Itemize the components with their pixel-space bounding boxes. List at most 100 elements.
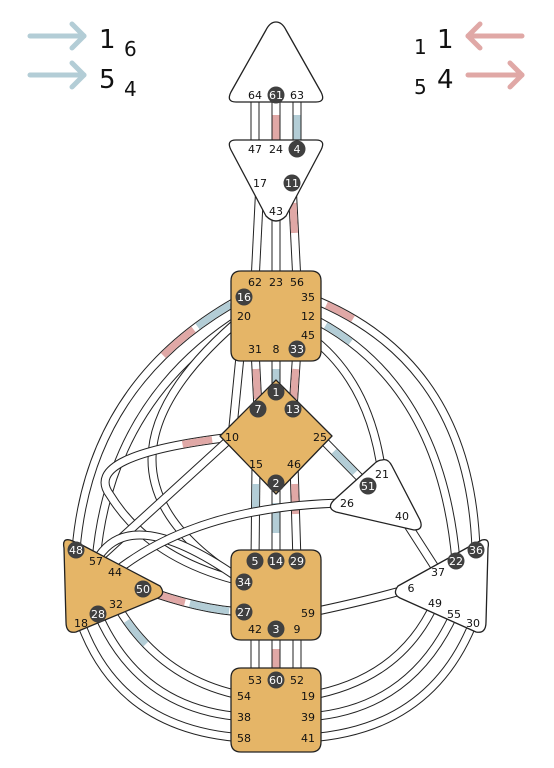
channel-12-22 [306,311,461,562]
gate-label: 57 [89,555,103,568]
gate-37: 37 [431,566,445,579]
right-arrow-icon [465,60,525,90]
gate-64: 64 [248,89,262,102]
gate-11: 11 [283,174,301,192]
root-center [230,667,322,753]
gate-8: 8 [273,343,280,356]
gate-56: 56 [290,276,304,289]
gate-label: 1 [273,386,280,399]
gate-label: 13 [286,403,300,416]
gate-label: 48 [69,544,83,557]
gate-23: 23 [269,276,283,289]
gate-label: 41 [301,732,315,745]
gate-label: 6 [408,582,415,595]
gate-53: 53 [248,674,262,687]
gate-58: 58 [237,732,251,745]
gate-label: 14 [269,555,283,568]
gate-label: 27 [237,606,251,619]
gate-40: 40 [395,510,409,523]
heart-center [329,458,422,531]
gate-55: 55 [447,608,461,621]
gate-label: 54 [237,690,251,703]
gate-label: 8 [273,343,280,356]
gate-label: 46 [287,458,301,471]
gate-label: 64 [248,89,262,102]
gate-38: 38 [237,711,251,724]
gate-10: 10 [225,431,239,444]
channel-26-44 [112,498,348,576]
throat-center [230,270,322,362]
channel-28-38 [93,612,245,722]
gate-label: 28 [91,608,105,621]
gate-60: 60 [267,671,285,689]
right-row1-sub: 1 [414,35,427,59]
gate-31: 31 [248,343,262,356]
gate-59: 59 [301,607,315,620]
channel-30-41 [307,621,478,743]
gate-label: 63 [290,89,304,102]
gate-1: 1 [267,383,285,401]
gate-label: 61 [269,89,283,102]
gate-label: 7 [255,403,262,416]
gate-62: 62 [248,276,262,289]
gate-label: 11 [285,177,299,190]
gate-label: 62 [248,276,262,289]
gate-label: 19 [301,690,315,703]
left-arrow-icon [27,21,87,51]
gate-28: 28 [89,605,107,623]
gate-label: 32 [109,598,123,611]
left-row2-main: 5 [99,65,116,95]
gate-51: 51 [359,477,377,495]
gate-12: 12 [301,310,315,323]
gate-27: 27 [235,603,253,621]
channel-10-34 [100,432,246,587]
gate-label: 10 [225,431,239,444]
gate-label: 16 [237,291,251,304]
gate-48: 48 [67,541,85,559]
gate-label: 22 [449,555,463,568]
gate-label: 51 [361,480,375,493]
gate-61: 61 [267,86,285,104]
gate-14: 14 [267,552,285,570]
gate-41: 41 [301,732,315,745]
gate-label: 24 [269,143,283,156]
channel-18-58 [76,621,245,743]
gate-label: 42 [248,623,262,636]
gate-label: 34 [237,576,251,589]
gate-29: 29 [288,552,306,570]
channel-20-57 [91,312,247,562]
gate-label: 26 [340,497,354,510]
gate-15: 15 [249,458,263,471]
gate-44: 44 [108,566,122,579]
left-row1-sub: 6 [124,37,137,61]
gate-18: 18 [74,617,88,630]
left-row2-sub: 4 [124,77,137,101]
gate-label: 38 [237,711,251,724]
channel-16-48 [71,293,247,551]
channel-57-34 [92,530,247,586]
gate-3: 3 [267,620,285,638]
gate-label: 49 [428,597,442,610]
right-row2-main: 4 [437,65,454,95]
left-row1-main: 1 [99,25,116,55]
channel-35-36 [306,292,481,551]
gate-30: 30 [466,617,480,630]
gate-57: 57 [89,555,103,568]
gate-42: 42 [248,623,262,636]
gate-label: 12 [301,310,315,323]
gate-label: 50 [136,583,150,596]
gate-45: 45 [301,329,315,342]
gate-24: 24 [269,143,283,156]
gate-label: 37 [431,566,445,579]
gate-25: 25 [313,431,327,444]
gate-label: 40 [395,510,409,523]
gate-label: 52 [290,674,304,687]
gate-label: 45 [301,329,315,342]
gate-label: 43 [269,205,283,218]
g-center [219,379,333,495]
gate-label: 58 [237,732,251,745]
gate-label: 5 [252,555,259,568]
gate-52: 52 [290,674,304,687]
